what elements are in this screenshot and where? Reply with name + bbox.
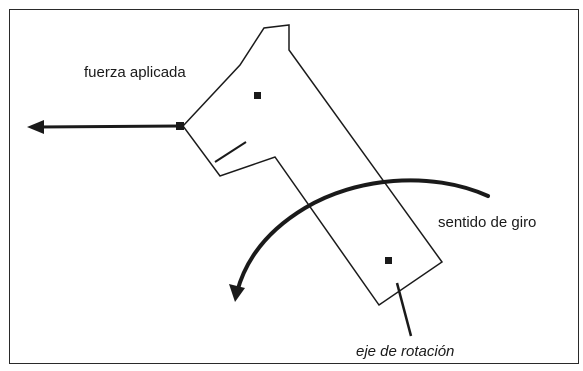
mouth-line: [214, 141, 247, 163]
horse-head-lever: [182, 24, 444, 307]
force-arrow-shaft: [37, 124, 181, 129]
rotation-arrow-head: [229, 284, 245, 302]
axis-leader-line: [395, 282, 413, 337]
rotation-direction-arc: [235, 178, 490, 294]
force-arrow-head: [27, 120, 44, 134]
eye-square: [254, 92, 261, 99]
diagram-frame: [9, 9, 579, 364]
rotation-axis-label: eje de rotación: [356, 343, 455, 360]
applied-force-label: fuerza aplicada: [84, 64, 186, 81]
rotation-direction-label: sentido de giro: [438, 214, 537, 231]
rotation-axis-point: [385, 257, 392, 264]
